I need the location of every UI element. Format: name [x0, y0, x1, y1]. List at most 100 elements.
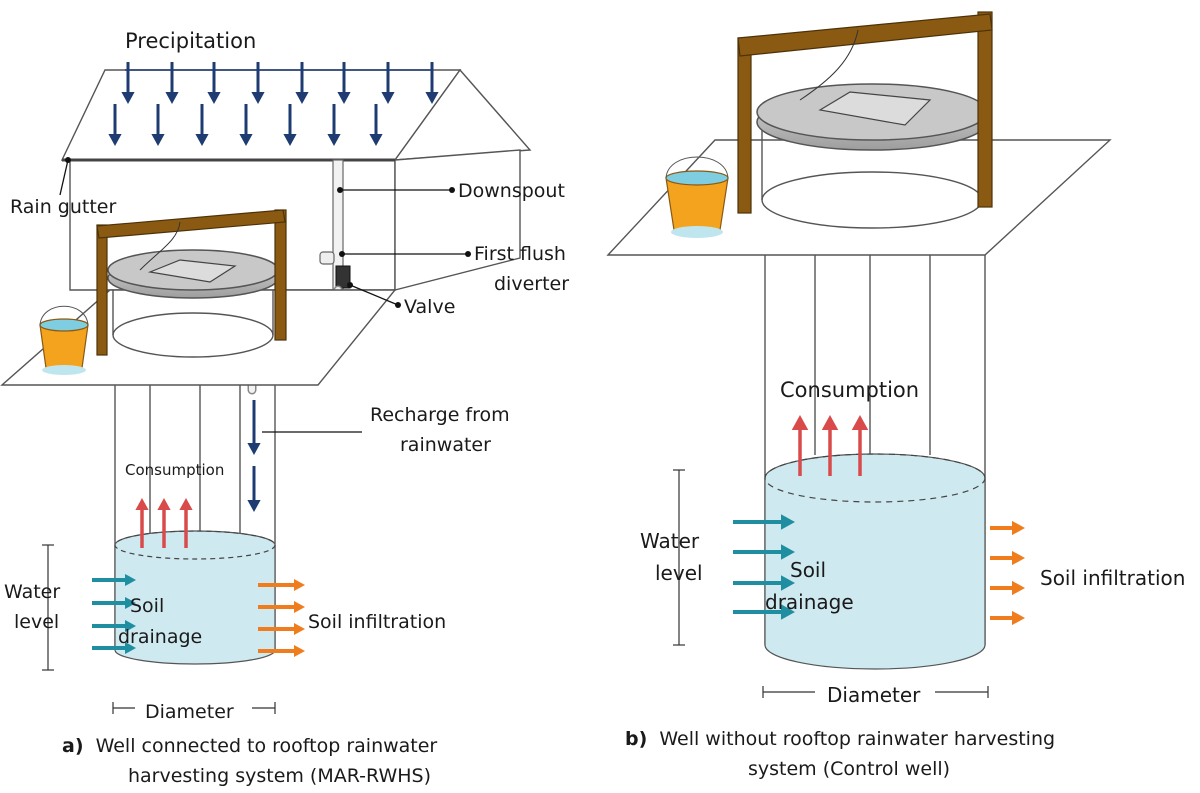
precipitation-arrow — [207, 62, 221, 104]
bucket-b — [665, 156, 729, 238]
soil-infiltration-arrow — [258, 600, 305, 614]
soil-drainage-arrow — [733, 604, 795, 620]
caption-b-text1: Well without rooftop rainwater harvestin… — [659, 728, 1055, 750]
precipitation-arrow — [425, 62, 439, 104]
well-post-right-a — [274, 209, 287, 341]
precipitation-arrow — [251, 62, 265, 104]
precipitation-arrow — [121, 62, 135, 104]
caption-a-prefix: a) — [62, 735, 84, 757]
soil-drainage-arrow — [92, 619, 136, 633]
consumption-arrow — [851, 415, 869, 476]
drainage-arrow-group-b — [733, 514, 795, 620]
precipitation-arrow — [369, 104, 383, 146]
consumption-arrow — [791, 415, 809, 476]
consumption-arrow-group-a — [135, 498, 193, 548]
well-beam-b — [737, 13, 993, 57]
precipitation-arrow — [165, 62, 179, 104]
soil-infiltration-arrow — [990, 610, 1025, 626]
caption-a-line1: a) Well connected to rooftop rainwater — [62, 735, 437, 757]
panel-b: Consumption Water level Soil drainage So… — [606, 11, 1185, 780]
precipitation-arrow — [195, 104, 209, 146]
precipitation-arrow-group-a — [108, 62, 439, 146]
water-b — [764, 453, 986, 670]
soil-infiltration-arrow — [990, 580, 1025, 596]
label-soil-drainage-line1-b: Soil — [790, 558, 826, 582]
precipitation-arrow — [381, 62, 395, 104]
precipitation-arrow — [295, 62, 309, 104]
label-soil-infiltration-b: Soil infiltration — [1040, 566, 1185, 590]
label-water-level-line2-a: level — [14, 611, 59, 633]
house-side-wall — [394, 149, 521, 291]
caption-a-line2: harvesting system (MAR-RWHS) — [128, 765, 431, 787]
well-shaft-b — [764, 255, 986, 670]
label-downspout: Downspout — [458, 180, 565, 202]
bucket-a — [39, 305, 89, 375]
soil-infiltration-arrow — [258, 644, 305, 658]
label-soil-infiltration-a: Soil infiltration — [308, 611, 446, 633]
lid-plate-b — [818, 91, 932, 126]
soil-drainage-arrow — [92, 641, 136, 655]
soil-infiltration-arrow — [258, 622, 305, 636]
label-water-level-line2-b: level — [655, 561, 703, 585]
water-level-bracket-b — [673, 469, 685, 646]
consumption-arrow — [821, 415, 839, 476]
label-consumption-a: Consumption — [125, 461, 224, 479]
caption-b-prefix: b) — [625, 728, 647, 750]
label-diameter-b: Diameter — [827, 683, 921, 707]
well-beam-a — [96, 209, 286, 239]
label-diameter-a: Diameter — [145, 701, 234, 723]
well-post-left-a — [96, 224, 108, 356]
label-first-flush-line1: First flush — [474, 243, 566, 265]
first-flush-diverter — [319, 251, 335, 265]
diameter-bracket-a — [112, 702, 276, 714]
soil-drainage-arrow — [733, 575, 795, 591]
label-precipitation: Precipitation — [125, 29, 256, 53]
soil-drainage-arrow — [733, 544, 795, 560]
well-shaft-a — [114, 385, 276, 665]
recharge-arrow — [247, 400, 261, 455]
soil-drainage-arrow — [733, 514, 795, 530]
caption-a-text1: Well connected to rooftop rainwater — [96, 735, 438, 757]
panel-a: Precipitation Rain gutter Downspout Firs… — [0, 29, 569, 787]
recharge-arrow — [247, 466, 261, 512]
recharge-arrow-group-a — [247, 400, 261, 512]
infiltration-arrow-group-a — [258, 578, 305, 658]
label-rain-gutter: Rain gutter — [10, 196, 116, 218]
consumption-arrow — [179, 498, 193, 548]
drainage-arrow-group-a — [92, 573, 136, 655]
label-consumption-b: Consumption — [780, 378, 919, 402]
precipitation-arrow — [327, 104, 341, 146]
soil-drainage-arrow — [92, 573, 136, 587]
consumption-arrow-group-b — [791, 415, 869, 476]
lid-plate-a — [147, 259, 237, 283]
consumption-arrow — [135, 498, 149, 548]
label-soil-drainage-line1-a: Soil — [130, 595, 164, 617]
diameter-bracket-b — [762, 686, 989, 698]
well-post-right-b — [977, 11, 993, 208]
label-valve: Valve — [404, 296, 455, 318]
consumption-arrow — [157, 498, 171, 548]
caption-b-line1: b) Well without rooftop rainwater harves… — [625, 728, 1055, 750]
label-recharge-line1: Recharge from — [370, 404, 510, 426]
infiltration-arrow-group-b — [990, 520, 1025, 626]
label-soil-drainage-line2-a: drainage — [118, 626, 202, 648]
label-first-flush-line2: diverter — [494, 273, 569, 295]
soil-infiltration-arrow — [258, 578, 305, 592]
label-soil-drainage-line2-b: drainage — [765, 590, 854, 614]
precipitation-arrow — [151, 104, 165, 146]
soil-infiltration-arrow — [990, 520, 1025, 536]
valve — [335, 265, 351, 289]
caption-b-line2: system (Control well) — [748, 758, 950, 780]
roof — [60, 69, 462, 161]
soil-drainage-arrow — [92, 596, 136, 610]
label-recharge-line2: rainwater — [400, 434, 491, 456]
precipitation-arrow — [108, 104, 122, 146]
well-top-b — [665, 11, 993, 238]
well-top-a — [39, 209, 287, 375]
soil-infiltration-arrow — [990, 550, 1025, 566]
label-water-level-line1-a: Water — [4, 581, 60, 603]
label-water-level-line1-b: Water — [640, 529, 700, 553]
precipitation-arrow — [337, 62, 351, 104]
precipitation-arrow — [283, 104, 297, 146]
